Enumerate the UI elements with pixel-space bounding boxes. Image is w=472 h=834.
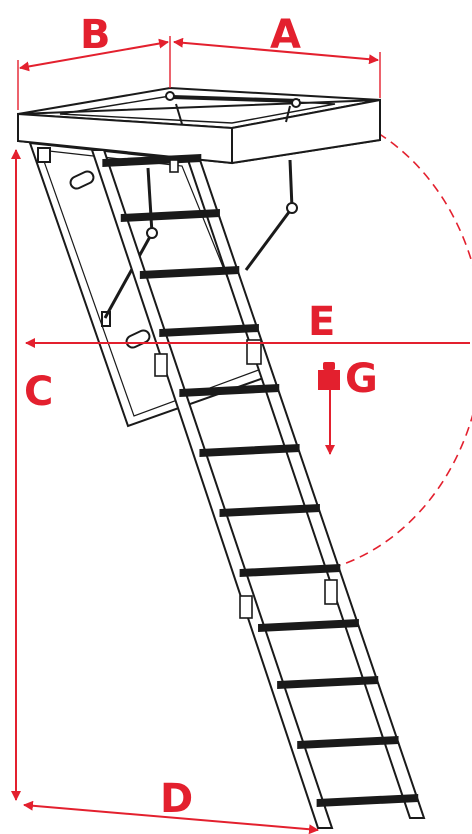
dim-label-g: G (345, 356, 378, 402)
dim-b-line (19, 38, 169, 72)
ladder-tread (219, 503, 320, 518)
ladder-tread (316, 793, 419, 808)
dim-label-c: C (24, 369, 53, 415)
ladder-tread (179, 383, 280, 398)
ladder-tread (102, 153, 202, 168)
dim-label-a: A (270, 12, 301, 58)
ladder-tread (297, 735, 399, 750)
weight-icon (318, 362, 340, 390)
dim-label-e: E (308, 299, 335, 345)
ladder-tread (120, 208, 220, 223)
swing-arc (337, 113, 472, 567)
ladder-tread (239, 563, 341, 578)
ladder-tread (277, 675, 379, 690)
ladder-tread (159, 323, 259, 338)
dim-label-d: D (160, 776, 193, 822)
dim-a-line (173, 37, 379, 65)
hatch-frame (17, 86, 381, 165)
ladder-tread (199, 443, 300, 458)
dim-d-line (23, 800, 319, 834)
ladder-tread (139, 265, 240, 280)
ladder-hinges (154, 159, 338, 619)
dimension-lines (11, 36, 470, 834)
support-arms (103, 159, 298, 319)
dim-label-b: B (80, 12, 111, 58)
ladder-tread (258, 618, 359, 633)
